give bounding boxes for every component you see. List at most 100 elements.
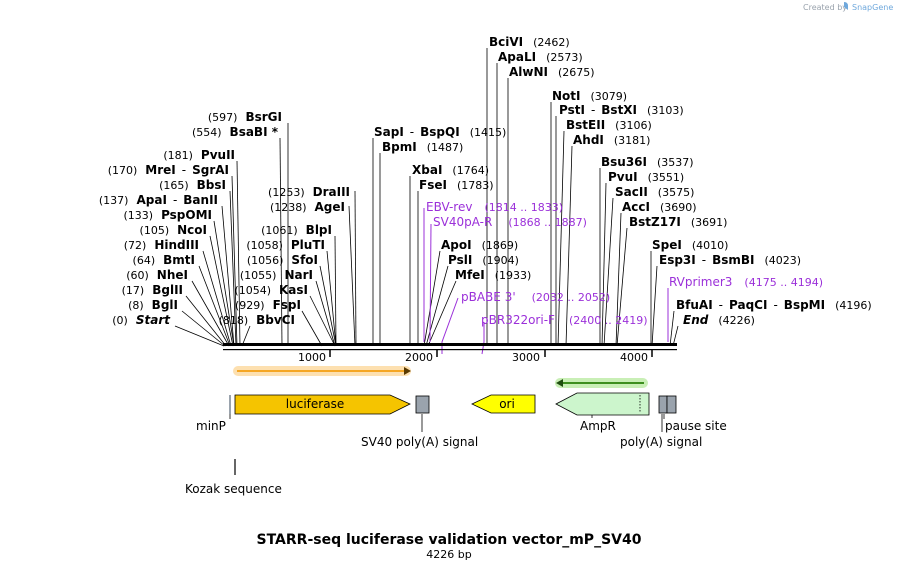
site-label-esp3i: Esp3I-BsmBI(4023) (659, 253, 801, 267)
site-line (231, 175, 238, 347)
map-title: STARR-seq luciferase validation vector_m… (257, 532, 642, 548)
primer-label-rvprimer3: RVprimer3(4175 .. 4194) (669, 275, 823, 289)
pause-site-label: pause site (665, 419, 727, 433)
minp-feature (229, 395, 231, 414)
pause-site-feature (666, 395, 677, 414)
site-label-bmti: (64)BmtI (133, 253, 195, 267)
map-length: 4226 bp (426, 548, 471, 561)
site-line (301, 310, 323, 347)
site-label-apai: (137)ApaI-BanII (99, 193, 218, 207)
site-label-mrei: (170)MreI-SgrAI (108, 163, 229, 177)
primer-label-pbr322ori-f: pBR322ori-F(2400 .. 2419) (481, 313, 648, 327)
primer-lines (423, 208, 669, 355)
site-label-blpi: (1061)BlpI (261, 223, 332, 237)
polya-label: poly(A) signal (620, 435, 702, 449)
primer-line (429, 223, 432, 343)
site-line (427, 280, 457, 347)
site-label-pvui: PvuI(3551) (608, 170, 684, 184)
orf-reverse (555, 378, 648, 388)
primer-label-ebv-rev: EBV-rev(1814 .. 1833) (426, 200, 563, 214)
site-line (326, 250, 337, 347)
site-label-alwni: AlwNI(2675) (509, 65, 595, 79)
tick-label-4000: 4000 (620, 351, 648, 364)
site-label-noti: NotI(3079) (552, 89, 627, 103)
site-line (309, 295, 336, 347)
site-label-pspomi: (133)PspOMI (123, 208, 212, 222)
site-label-bsteii: BstEII(3106) (566, 118, 652, 132)
site-label-psti: PstI-BstXI(3103) (559, 103, 684, 117)
ori-label: ori (499, 397, 515, 411)
site-label-fsei: FseI(1783) (419, 178, 494, 192)
site-label-bstz17i: BstZ17I(3691) (629, 215, 727, 229)
site-line (603, 197, 614, 347)
site-label-acci: AccI(3690) (622, 200, 697, 214)
site-label-bcivi: BciVI(2462) (489, 35, 570, 49)
tick-label-3000: 3000 (512, 351, 540, 364)
tick-label-1000: 1000 (298, 351, 326, 364)
site-label-pvuii: (181)PvuII (163, 148, 235, 162)
site-line (557, 130, 565, 347)
site-label-apoi: ApoI(1869) (441, 238, 518, 252)
site-label-draiii: (1253)DraIII (268, 185, 350, 199)
site-label-bbvci: (818)BbvCI (219, 313, 295, 327)
site-label-kasi: (1054)KasI (234, 283, 308, 297)
site-label-agei: (1238)AgeI (270, 200, 345, 214)
site-label-sacii: SacII(3575) (615, 185, 694, 199)
luciferase-feature: luciferase (234, 394, 411, 415)
credit-text: Created by (803, 3, 847, 12)
site-label-end: End(4226) (683, 313, 755, 327)
site-line (315, 280, 336, 347)
site-label-apali: ApaLI(2573) (498, 50, 583, 64)
site-label-bgli: (8)BglI (128, 298, 178, 312)
site-label-bfuai: BfuAI-PaqCI-BspMI(4196) (676, 298, 872, 312)
site-line (241, 325, 251, 347)
ampr-label: AmpR (580, 419, 616, 433)
site-line (202, 250, 232, 347)
orf-forward (233, 366, 411, 376)
site-lines (174, 48, 679, 347)
primer-label-sv40pa-r: SV40pA-R(1868 .. 1887) (433, 215, 587, 229)
backbone (223, 343, 677, 351)
site-line (348, 205, 356, 347)
site-label-sapi: SapI-BspQI(1415) (374, 125, 506, 139)
site-label-start: (0)Start (112, 313, 171, 327)
site-line (319, 265, 337, 347)
site-label-psli: PslI(1904) (448, 253, 519, 267)
site-line (334, 235, 337, 347)
site-label-ahdi: AhdI(3181) (573, 133, 650, 147)
site-label-xbai: XbaI(1764) (412, 163, 489, 177)
site-line (354, 190, 357, 347)
site-line (209, 235, 234, 347)
site-label-bglii: (17)BglII (122, 283, 183, 297)
tick-label-2000: 2000 (405, 351, 433, 364)
polya-feature (658, 395, 668, 414)
brand-text: SnapGene (852, 3, 893, 12)
kozak-label: Kozak sequence (185, 482, 282, 496)
site-label-bsabi: (554)BsaBI * (192, 125, 279, 139)
site-label-hindiii: (72)HindIII (124, 238, 199, 252)
site-line (615, 212, 622, 347)
minp-label: minP (196, 419, 226, 433)
site-line (229, 190, 237, 347)
site-label-spei: SpeI(4010) (652, 238, 728, 252)
site-label-nari: (1055)NarI (240, 268, 313, 282)
site-line (669, 310, 675, 347)
site-label-bpmi: BpmI(1487) (382, 140, 463, 154)
site-line (672, 325, 679, 347)
site-label-mfei: MfeI(1933) (455, 268, 531, 282)
site-line (181, 310, 226, 347)
snapgene-logo-icon (844, 2, 848, 10)
site-line (185, 295, 227, 347)
site-line (616, 227, 628, 347)
site-label-bsrgi: (597)BsrGI (208, 110, 282, 124)
site-line (236, 160, 241, 347)
site-line (565, 145, 573, 347)
site-line (423, 250, 441, 347)
site-label-bsu36i: Bsu36I(3537) (601, 155, 694, 169)
sv40-polya-label: SV40 poly(A) signal (361, 435, 478, 449)
site-line (174, 325, 225, 347)
site-line (213, 220, 235, 347)
site-line (221, 205, 235, 347)
ampr-feature (555, 392, 650, 416)
